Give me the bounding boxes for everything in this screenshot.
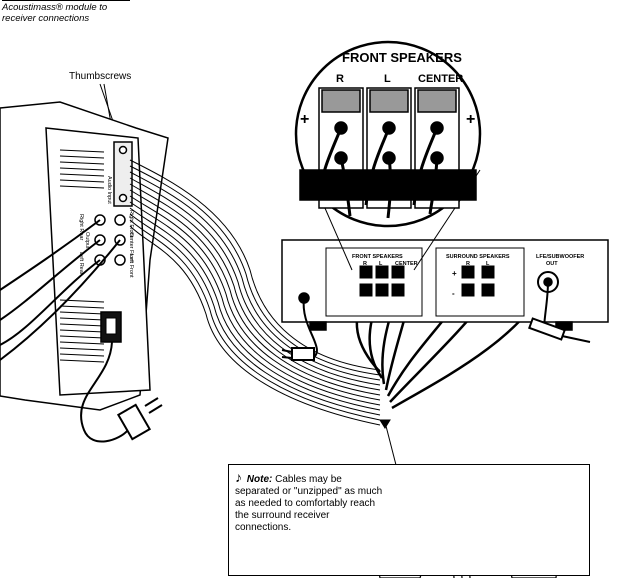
left-rear-label: Left Rear: [78, 252, 84, 275]
surround-r-small: R: [466, 261, 470, 267]
zoom-heading: FRONT SPEAKERS: [342, 50, 462, 65]
front-l-small: L: [379, 261, 383, 267]
zoom-label-r: R: [336, 73, 344, 85]
thumbscrews-callout: Thumbscrews: [69, 71, 132, 82]
zoom-label-center: CENTER: [418, 73, 463, 85]
surround-speakers-label: SURROUND SPEAKERS: [446, 254, 510, 260]
note-body: Cables may be separated or "unzipped" as…: [235, 474, 383, 533]
zoom-minus-right: -: [468, 163, 473, 180]
front-center-small: CENTER: [395, 261, 418, 267]
surround-plus: +: [452, 269, 457, 278]
right-front-label: Right Front: [128, 210, 134, 238]
note-callout: ♪ Note: Cables may be separated or "unzi…: [235, 469, 385, 534]
receiver-power-cord: [281, 297, 318, 361]
note-box: [228, 464, 590, 576]
zoom-plus-left: +: [300, 111, 309, 128]
music-note-icon: ♪: [235, 469, 242, 485]
zoom-labels: FRONT SPEAKERS R L CENTER + + - -: [300, 50, 475, 180]
surround-l-small: L: [486, 261, 490, 267]
zoom-plus-right: +: [466, 111, 475, 128]
note-label: Note:: [246, 474, 273, 485]
left-front-label: Left Front: [128, 254, 134, 278]
ribbon-cable: [129, 159, 381, 426]
caption-line-2: receiver connections: [2, 13, 90, 24]
module-labels: Audio Input Output Right Rear Center Fro…: [78, 176, 134, 278]
note-pointer: [379, 419, 397, 466]
figure-caption: Acoustimass® module to receiver connecti…: [2, 0, 142, 24]
surround-minus: -: [452, 289, 455, 298]
zoom-label-l: L: [384, 73, 391, 85]
zoom-detail: [294, 40, 482, 228]
zoom-minus-left: -: [302, 163, 307, 180]
module-power-cord: [80, 341, 163, 443]
right-rear-label: Right Rear: [78, 214, 84, 240]
receiver-labels: FRONT SPEAKERS SURROUND SPEAKERS LFE/SUB…: [352, 254, 584, 298]
lfe-cable: [528, 281, 591, 343]
receiver: [281, 239, 609, 331]
module-output-wires: [0, 219, 121, 361]
audio-input-label: Audio Input: [106, 176, 112, 204]
lfe-label-line1: LFE/SUBWOOFER: [536, 254, 584, 260]
caption-line-1: Acoustimass® module to: [2, 2, 108, 13]
front-speakers-label: FRONT SPEAKERS: [352, 254, 403, 260]
output-label: Output: [84, 232, 90, 249]
front-r-small: R: [363, 261, 367, 267]
lfe-label-line2: OUT: [546, 261, 558, 267]
center-front-label: Center Front: [128, 232, 134, 263]
caption-rule: [2, 0, 130, 1]
